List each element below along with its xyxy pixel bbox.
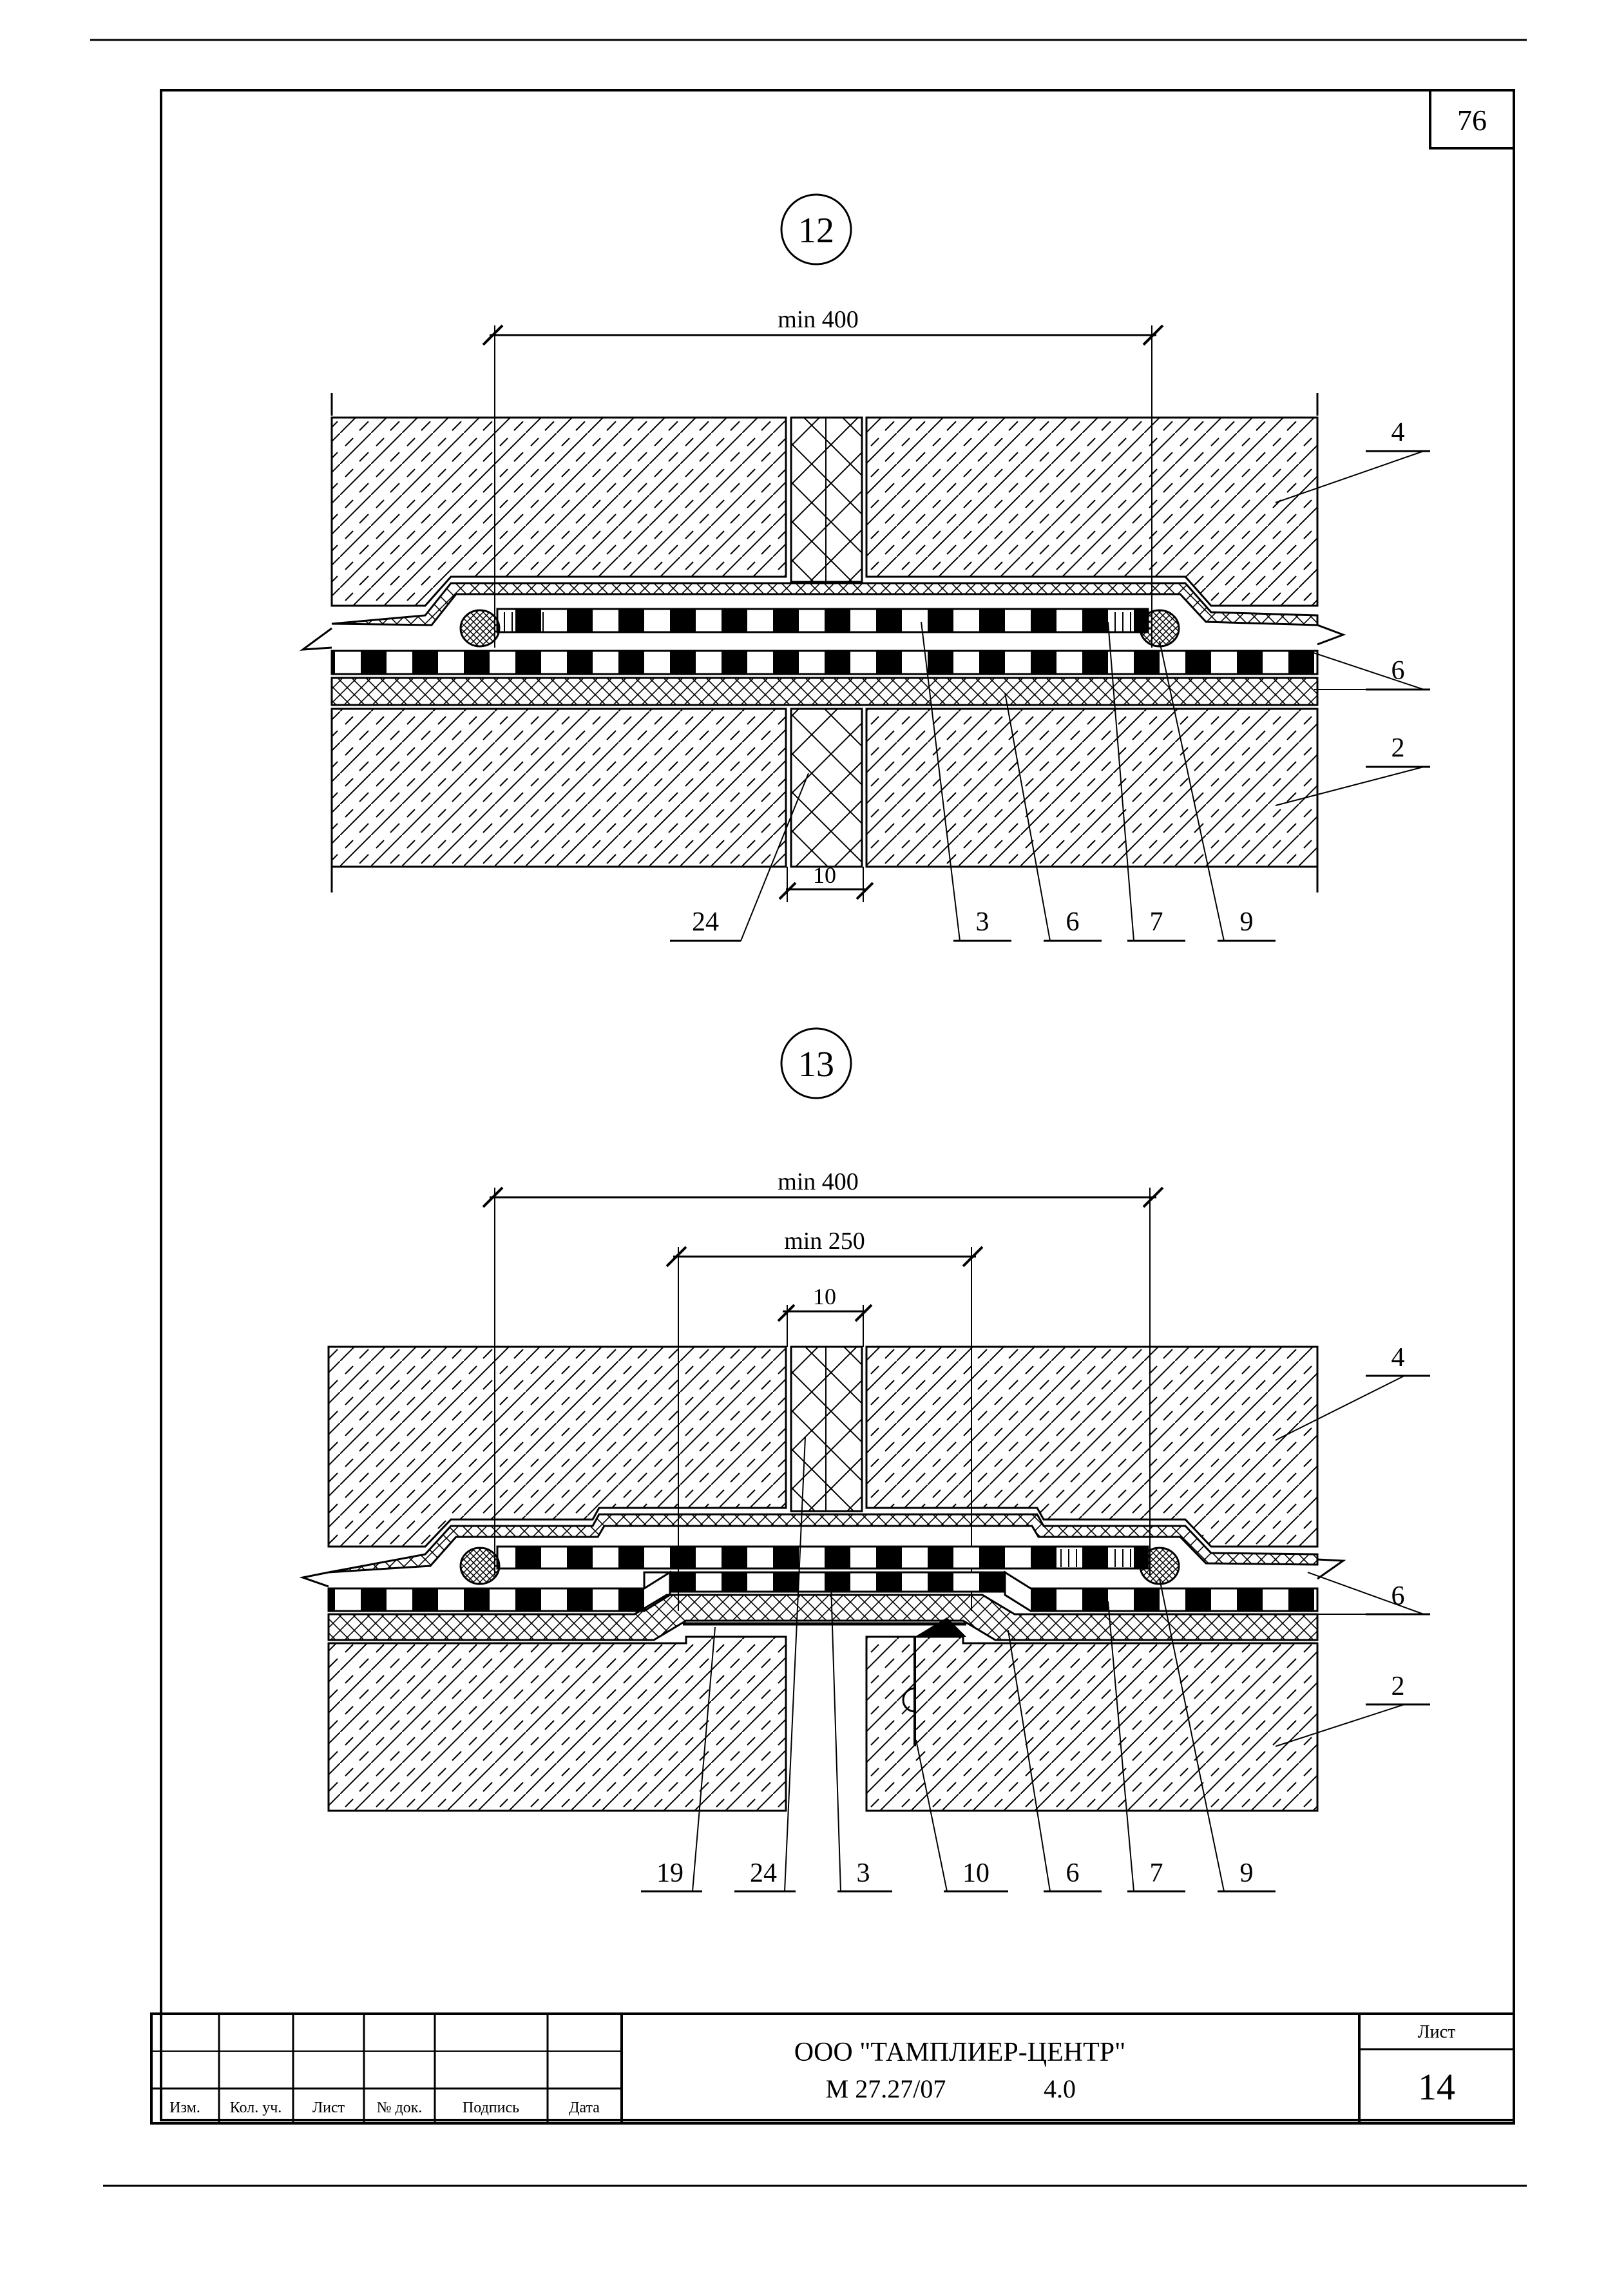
- detail-12-label-4: 4: [1391, 418, 1405, 447]
- column-kol-uch: Кол. уч.: [230, 2099, 282, 2116]
- detail-13-marker-circle: [780, 1027, 852, 1099]
- detail-12-dim-bottom: 10: [813, 862, 836, 888]
- detail-13-label-3: 3: [857, 1858, 870, 1888]
- corner-sheet-number: 76: [1457, 104, 1487, 137]
- column-izm: Изм.: [169, 2099, 200, 2116]
- company-name: ООО "ТАМПЛИЕР-ЦЕНТР": [794, 2038, 1126, 2067]
- detail-13-label-4: 4: [1391, 1343, 1405, 1373]
- detail-12-marker: 12: [798, 211, 834, 251]
- column-list: Лист: [312, 2099, 345, 2116]
- detail-12-label-3: 3: [976, 907, 989, 937]
- drawing-frame: [160, 89, 1515, 2121]
- detail-13-label-10: 10: [962, 1858, 989, 1888]
- detail-13-label-7: 7: [1150, 1858, 1163, 1888]
- detail-13-label-2: 2: [1391, 1672, 1405, 1701]
- detail-12-label-9: 9: [1240, 907, 1254, 937]
- document-code: М 27.27/07: [826, 2074, 946, 2103]
- detail-13-label-6-bottom: 6: [1066, 1858, 1080, 1888]
- sheet-label: Лист: [1418, 2022, 1456, 2042]
- column-podpis: Подпись: [463, 2099, 519, 2116]
- sheet-number: 14: [1418, 2066, 1455, 2108]
- detail-13-label-9: 9: [1240, 1858, 1254, 1888]
- detail-12-label-24: 24: [692, 907, 719, 937]
- detail-13-marker: 13: [798, 1045, 834, 1085]
- detail-12-marker-circle: [780, 193, 852, 265]
- column-data: Дата: [569, 2099, 600, 2116]
- detail-13-dim-gap: 10: [813, 1284, 836, 1309]
- column-n-dok: № док.: [377, 2099, 423, 2116]
- detail-12: 12 min 400: [299, 193, 1430, 942]
- detail-12-label-6-bottom: 6: [1066, 907, 1080, 937]
- detail-12-label-7: 7: [1150, 907, 1163, 937]
- detail-12-label-6-right: 6: [1391, 656, 1405, 686]
- detail-12-label-2: 2: [1391, 733, 1405, 763]
- detail-13: 13 min 400 min 250 10: [299, 1027, 1430, 1893]
- title-block: Изм. Кол. уч. Лист № док. Подпись Дата О…: [150, 2012, 1515, 2125]
- detail-13-label-24: 24: [750, 1858, 777, 1888]
- detail-12-dim-top: min 400: [778, 306, 859, 333]
- detail-13-label-6-right: 6: [1391, 1581, 1405, 1611]
- detail-13-dim-top: min 400: [778, 1168, 859, 1195]
- detail-13-dim-mid: min 250: [784, 1228, 865, 1255]
- detail-13-label-19: 19: [656, 1858, 684, 1888]
- document-section: 4.0: [1044, 2074, 1076, 2103]
